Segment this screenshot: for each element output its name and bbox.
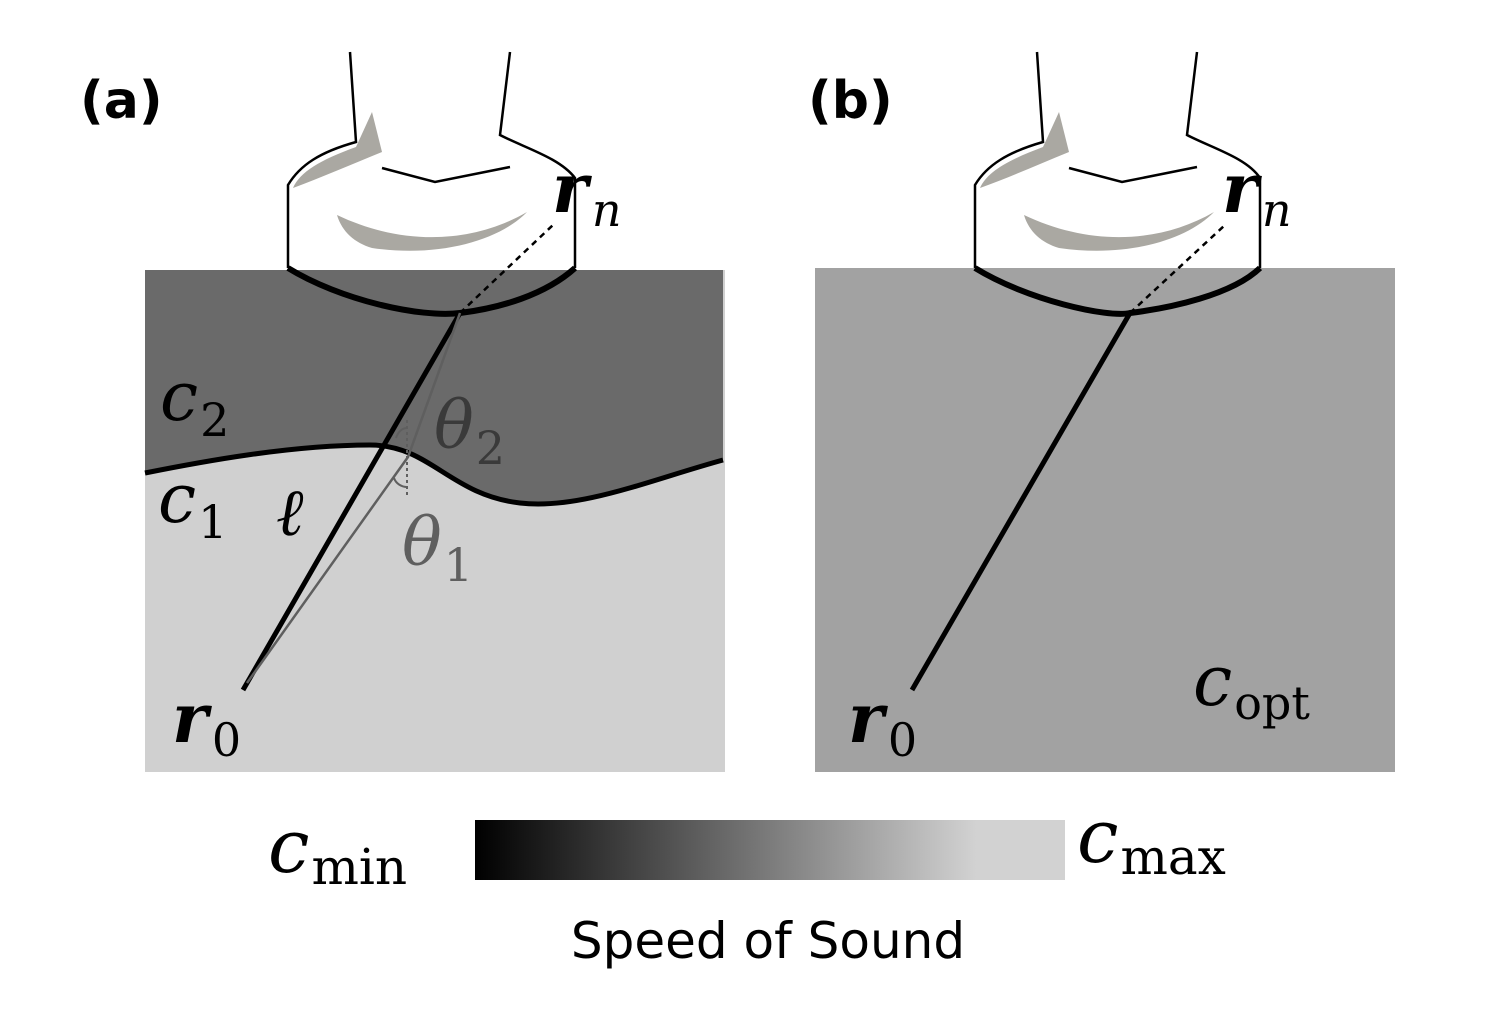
panel-a-label: (a) xyxy=(80,71,163,131)
path-length-label: ℓ xyxy=(276,474,304,551)
upper-medium-label: c2 xyxy=(160,358,229,447)
panel-b: (b) rn r0 copt xyxy=(808,51,1395,772)
receiver-label-a: rn xyxy=(552,149,621,237)
source-label-a: r0 xyxy=(172,679,241,767)
colorbar-max-label: cmax xyxy=(1077,794,1226,886)
panel-b-label: (b) xyxy=(808,71,893,131)
lower-medium-label: c1 xyxy=(158,460,227,549)
source-label-b: r0 xyxy=(848,679,917,767)
angle-arc-upper xyxy=(395,427,408,439)
angle-arc-lower xyxy=(393,477,408,488)
interface-curve xyxy=(144,442,724,507)
straight-ray-b xyxy=(909,311,1133,692)
panel-a: (a) rn c2 c1 ℓ θ2 θ1 r0 xyxy=(80,51,725,772)
angle-upper-label: θ2 xyxy=(434,387,505,475)
colorbar-title: Speed of Sound xyxy=(571,912,965,970)
optimal-medium-label: copt xyxy=(1193,640,1310,730)
receiver-label-b: rn xyxy=(1222,149,1291,237)
colorbar-min-label: cmin xyxy=(268,804,407,896)
angle-lower-label: θ1 xyxy=(402,504,473,592)
colorbar: cmin cmax Speed of Sound xyxy=(268,794,1226,970)
colorbar-gradient xyxy=(475,820,1065,880)
straight-ray xyxy=(240,311,463,692)
